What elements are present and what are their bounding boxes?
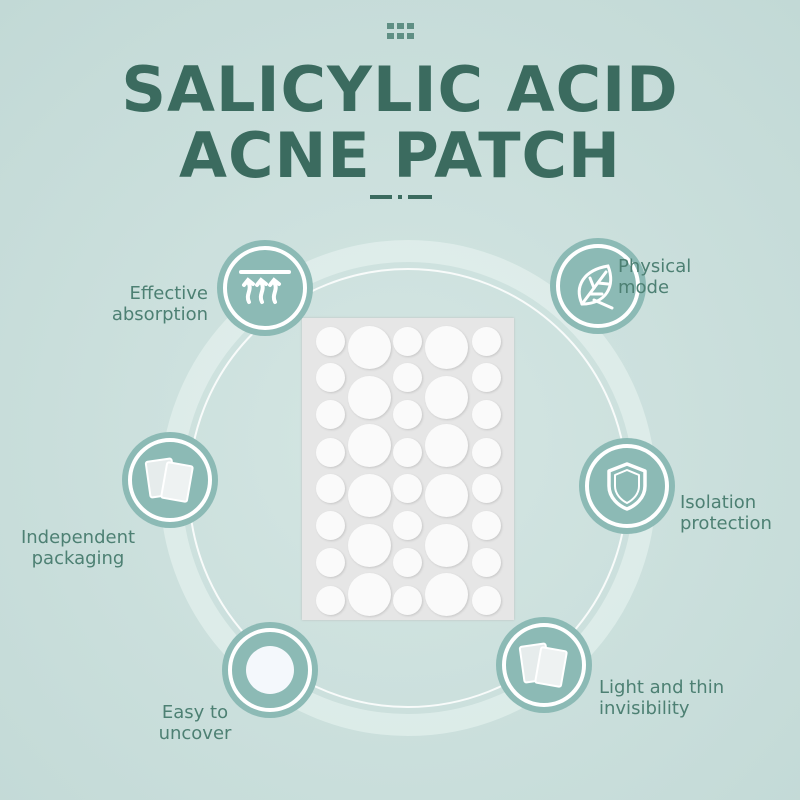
patch-dot [315, 437, 345, 467]
leaf-icon [577, 264, 614, 310]
patch-dot [347, 423, 391, 467]
patch-dot [347, 375, 391, 419]
feature-light-thin [496, 617, 592, 713]
patch-dot [392, 399, 422, 429]
title-line-2: ACNE PATCH [179, 119, 621, 192]
patch-dot [424, 473, 468, 517]
patch-dot [392, 362, 422, 392]
patch-dot [315, 473, 345, 503]
patch-packs-icon [144, 457, 194, 503]
patch-dot [347, 523, 391, 567]
label-line: Easy to [161, 702, 229, 723]
title-line-1: SALICYLIC ACID [121, 53, 679, 126]
feature-isolation [579, 438, 675, 534]
patch-dot [392, 510, 422, 540]
steam-arrows-icon [239, 270, 291, 304]
label-line: invisibility [599, 698, 690, 719]
label-line: absorption [111, 304, 208, 325]
shield-icon [607, 462, 647, 511]
label-line: packaging [31, 548, 125, 569]
patch-dot [424, 523, 468, 567]
label-line: protection [680, 513, 772, 534]
patch-dot [424, 572, 468, 616]
patch-dot [347, 473, 391, 517]
patch-dot [392, 326, 422, 356]
patch-dot [424, 423, 468, 467]
label-line: Light and thin [599, 677, 725, 698]
patch-dot [471, 547, 501, 577]
patch-dot [424, 375, 468, 419]
patch-dot [392, 473, 422, 503]
feature-absorption [217, 240, 313, 336]
patch-dot [471, 399, 501, 429]
patch-dot [471, 326, 501, 356]
label-line: Independent [20, 527, 136, 548]
feature-physical [550, 238, 646, 334]
label-line: Effective [129, 283, 208, 304]
feature-uncover [222, 622, 318, 718]
patch-dot [347, 325, 391, 369]
patch-dot [424, 325, 468, 369]
feature-packaging [122, 432, 218, 528]
patch-dot [471, 362, 501, 392]
patch-dot [471, 473, 501, 503]
grid-menu-icon [387, 23, 414, 39]
patch-dot [315, 547, 345, 577]
patch-dot [315, 585, 345, 615]
patch-dot [471, 437, 501, 467]
label-line: mode [618, 277, 670, 298]
patch-dot [315, 399, 345, 429]
patch-dot [471, 585, 501, 615]
patch-dot [347, 572, 391, 616]
label-line: Isolation [680, 492, 757, 513]
patch-dot [315, 510, 345, 540]
title-divider [370, 195, 432, 199]
acne-patch-sheet [302, 318, 514, 620]
label-line: Physical [618, 256, 692, 277]
patch-dot [392, 585, 422, 615]
round-patch-icon [246, 646, 294, 694]
patch-dot [315, 326, 345, 356]
patch-packs-icon [518, 642, 568, 688]
patch-dot [392, 547, 422, 577]
label-line: uncover [158, 723, 232, 744]
patch-dot [315, 362, 345, 392]
patch-dot [392, 437, 422, 467]
patch-dot [471, 510, 501, 540]
